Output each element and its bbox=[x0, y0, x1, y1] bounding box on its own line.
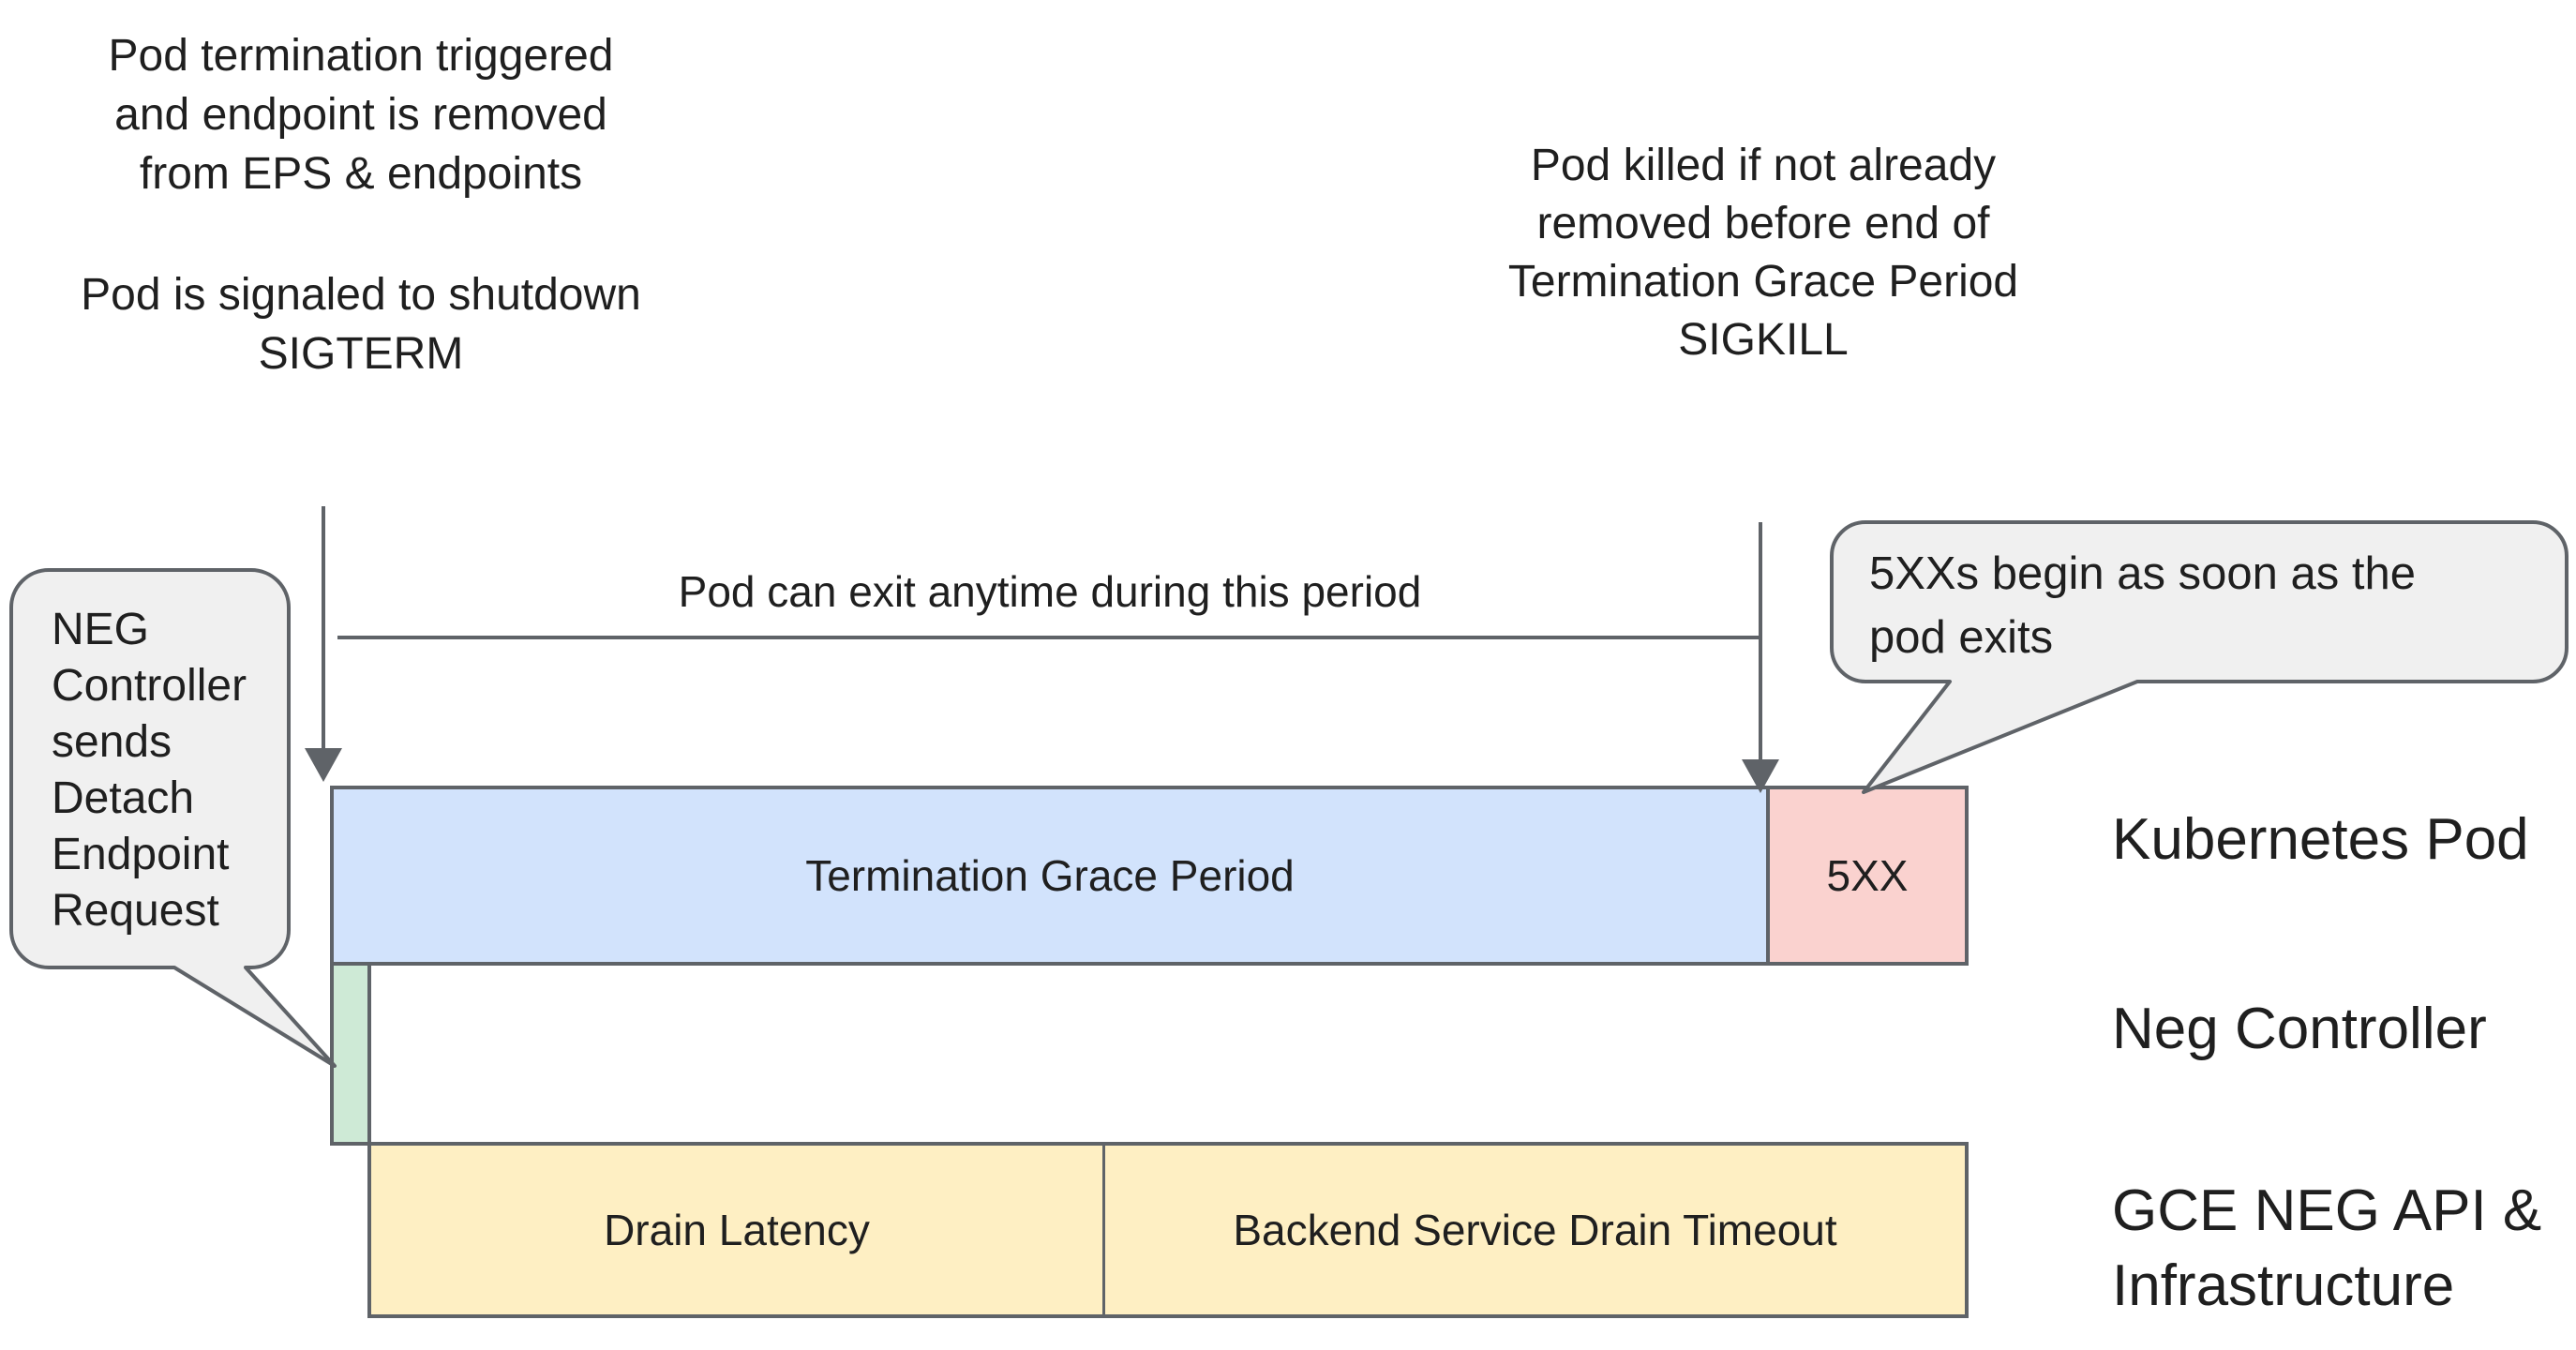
right-speech-bubble-shape bbox=[1830, 520, 2569, 794]
exit-period-caption: Pod can exit anytime during this period bbox=[678, 567, 1422, 616]
drain-timeout-label: Backend Service Drain Timeout bbox=[1233, 1206, 1837, 1254]
bubble-line: Endpoint bbox=[52, 830, 230, 879]
bubble-line: Request bbox=[52, 886, 219, 936]
note-line: SIGTERM bbox=[258, 329, 464, 379]
note-line: Pod is signaled to shutdown bbox=[81, 270, 641, 320]
drain-latency-cell: Drain Latency bbox=[371, 1146, 1102, 1314]
note-line: removed before end of bbox=[1536, 199, 1990, 248]
pod-signaled-text: Pod is signaled to shutdown SIGTERM bbox=[19, 265, 703, 383]
sigterm-arrowhead-icon bbox=[305, 748, 342, 782]
pod-killed-note: Pod killed if not already removed before… bbox=[1360, 137, 2166, 369]
note-line: from EPS & endpoints bbox=[139, 149, 583, 199]
left-speech-bubble-text: NEG Controller sends Detach Endpoint Req… bbox=[52, 602, 247, 939]
error-5xx-label: 5XX bbox=[1826, 851, 1909, 900]
bubble-line: Detach bbox=[52, 773, 195, 823]
note-line: Pod killed if not already bbox=[1530, 141, 1997, 190]
row-label-line: GCE NEG API & bbox=[2112, 1178, 2542, 1243]
error-5xx-bar: 5XX bbox=[1766, 786, 1969, 966]
note-line: Termination Grace Period bbox=[1507, 257, 2019, 307]
bubble-line: sends bbox=[52, 717, 172, 767]
pod-termination-note: Pod termination triggered and endpoint i… bbox=[19, 26, 703, 383]
note-line: Pod termination triggered bbox=[108, 31, 614, 81]
bubble-line: pod exits bbox=[1869, 612, 2054, 663]
note-line: and endpoint is removed bbox=[114, 90, 607, 140]
bubble-line: NEG bbox=[52, 605, 150, 654]
row-label-neg-controller: Neg Controller bbox=[2112, 997, 2487, 1061]
note-line: SIGKILL bbox=[1678, 315, 1849, 365]
pod-termination-text: Pod termination triggered and endpoint i… bbox=[19, 26, 703, 203]
bubble-line: Controller bbox=[52, 661, 247, 711]
left-speech-bubble-shape bbox=[9, 568, 337, 1068]
termination-grace-period-label: Termination Grace Period bbox=[805, 851, 1295, 900]
sigkill-arrowhead-icon bbox=[1742, 759, 1779, 793]
row-label-line: Infrastructure bbox=[2112, 1253, 2455, 1318]
bubble-line: 5XXs begin as soon as the bbox=[1869, 548, 2416, 599]
row-label-gce-neg-api: GCE NEG API & Infrastructure bbox=[2112, 1174, 2541, 1324]
drain-timeout-cell: Backend Service Drain Timeout bbox=[1102, 1146, 1965, 1314]
gce-drain-bar: Drain Latency Backend Service Drain Time… bbox=[367, 1142, 1969, 1318]
detach-request-bar bbox=[330, 962, 371, 1146]
termination-grace-period-bar: Termination Grace Period bbox=[330, 786, 1770, 966]
right-speech-bubble-text: 5XXs begin as soon as the pod exits bbox=[1869, 542, 2416, 669]
row-label-kubernetes-pod: Kubernetes Pod bbox=[2112, 807, 2529, 872]
drain-latency-label: Drain Latency bbox=[604, 1206, 870, 1254]
